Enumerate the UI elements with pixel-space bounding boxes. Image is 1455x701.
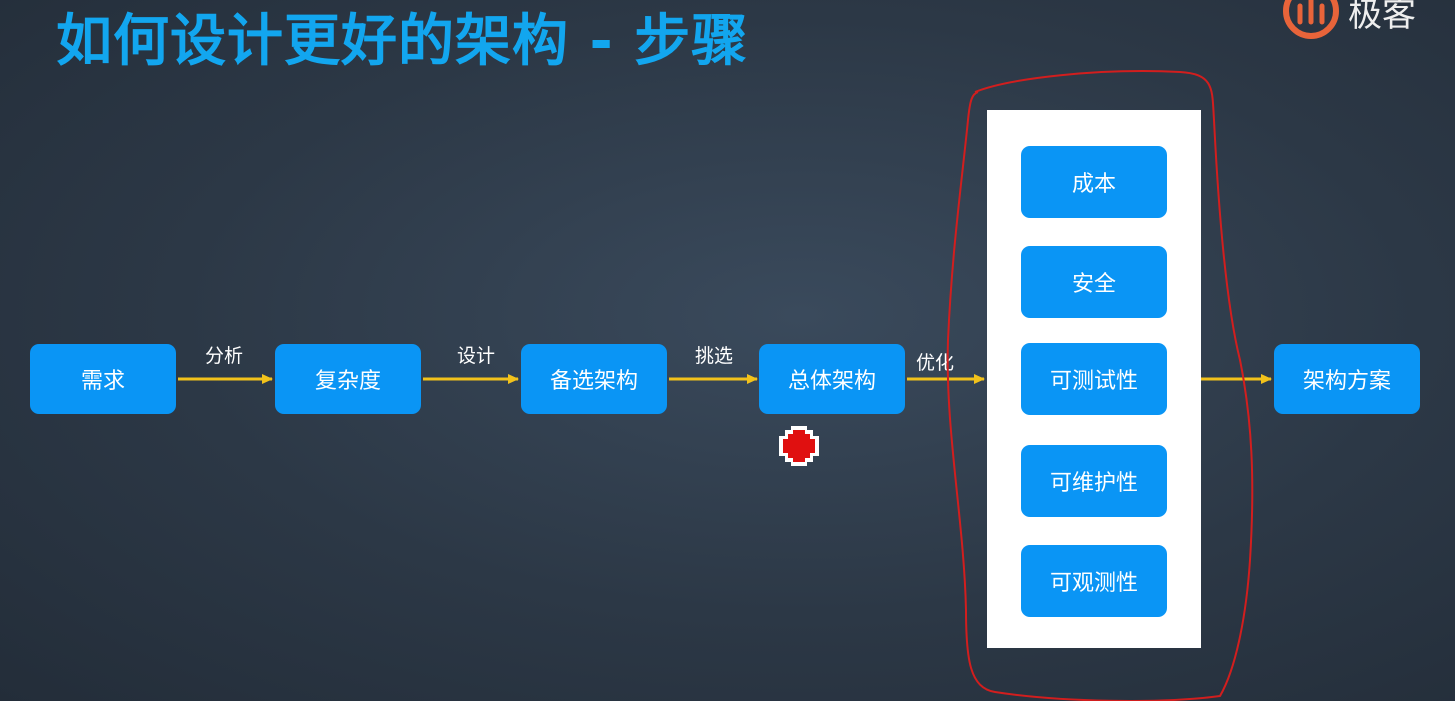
node-overall-architecture: 总体架构 bbox=[759, 344, 905, 414]
page-title: 如何设计更好的架构 - 步骤 bbox=[56, 9, 749, 74]
edge-label-select: 挑选 bbox=[695, 345, 734, 367]
quality-cost: 成本 bbox=[1021, 146, 1167, 218]
edge-label-optimize: 优化 bbox=[916, 352, 955, 374]
brand-logo: 极客 bbox=[1282, 0, 1416, 39]
quality-testability: 可测试性 bbox=[1021, 343, 1167, 415]
brand-logo-text: 极客 bbox=[1348, 0, 1416, 35]
laser-pointer-icon bbox=[779, 426, 819, 466]
edge-label-analyze: 分析 bbox=[205, 345, 244, 367]
quality-observability: 可观测性 bbox=[1021, 545, 1167, 617]
quality-security: 安全 bbox=[1021, 246, 1167, 318]
edge-label-design: 设计 bbox=[457, 345, 496, 367]
node-architecture-solution: 架构方案 bbox=[1274, 344, 1420, 414]
node-candidate-architectures: 备选架构 bbox=[521, 344, 667, 414]
geek-logo-icon bbox=[1283, 0, 1339, 39]
node-complexity: 复杂度 bbox=[275, 344, 421, 414]
quality-maintainability: 可维护性 bbox=[1021, 445, 1167, 517]
node-requirements: 需求 bbox=[30, 344, 176, 414]
